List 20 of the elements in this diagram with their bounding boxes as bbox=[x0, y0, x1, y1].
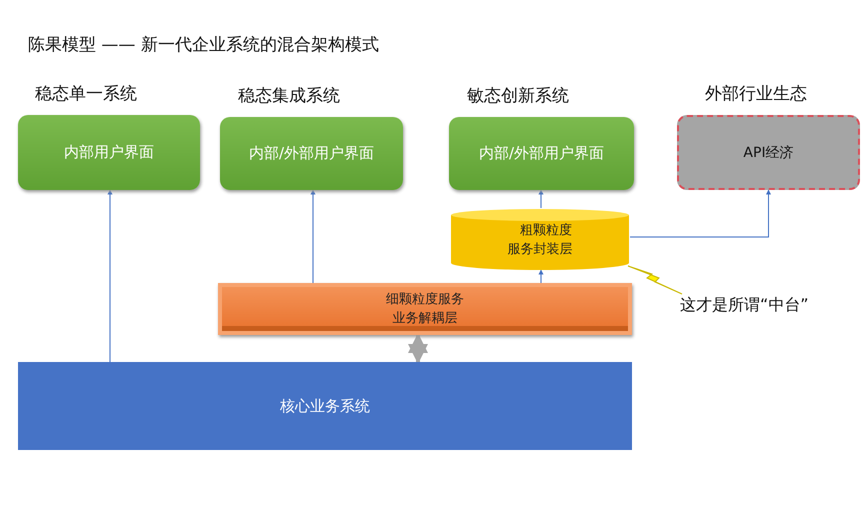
core-system-bar: 核心业务系统 bbox=[18, 362, 632, 450]
lightning-bolt bbox=[628, 266, 682, 294]
callout-text: 这才是所谓“中台” bbox=[680, 294, 810, 316]
system-heading: 稳态集成系统 bbox=[238, 85, 341, 107]
arrow bbox=[630, 190, 771, 238]
double-arrow bbox=[408, 333, 428, 364]
interface-box: 内部/外部用户界面 bbox=[220, 117, 403, 190]
interface-box: 内部/外部用户界面 bbox=[449, 117, 634, 190]
arrow bbox=[310, 190, 316, 284]
diagram-title: 陈果模型 —— 新一代企业系统的混合架构模式 bbox=[28, 34, 379, 56]
ecosystem-box: API经济 bbox=[677, 115, 860, 190]
system-heading: 外部行业生态 bbox=[705, 83, 808, 105]
layer-label: 粗颗粒度服务封装层 bbox=[506, 222, 574, 259]
arrow bbox=[538, 190, 544, 208]
interface-box: 内部用户界面 bbox=[18, 115, 200, 190]
layer-bar: 细颗粒度服务业务解耦层 bbox=[218, 283, 632, 335]
system-heading: 稳态单一系统 bbox=[35, 83, 138, 105]
arrow bbox=[108, 190, 112, 362]
arrow bbox=[538, 270, 544, 284]
system-heading: 敏态创新系统 bbox=[467, 85, 570, 107]
